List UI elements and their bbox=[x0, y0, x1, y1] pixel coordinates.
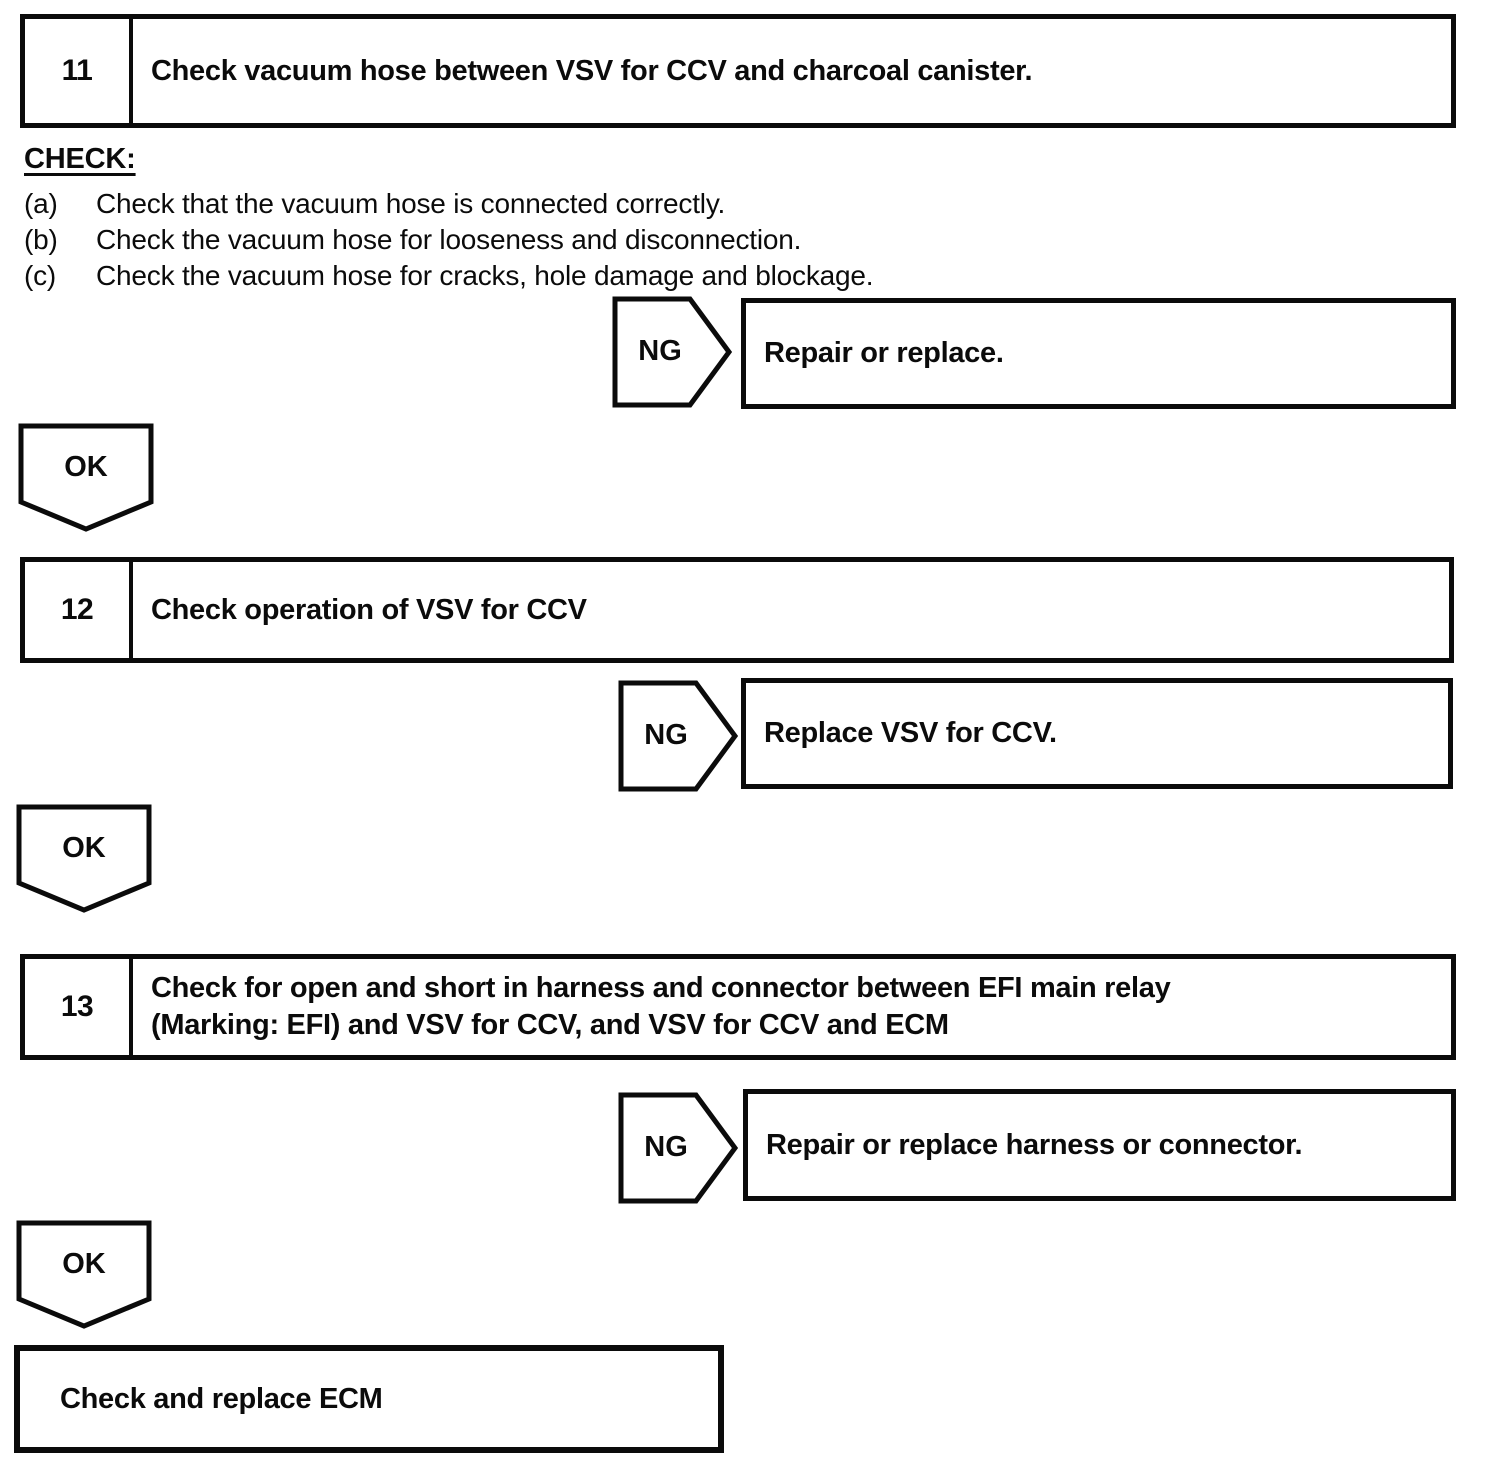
step-12-ng-connector: NG bbox=[618, 680, 738, 792]
step-11-ng-action-text: Repair or replace. bbox=[764, 337, 1004, 369]
ok-label: OK bbox=[62, 832, 106, 864]
ok-pentagon-icon bbox=[16, 804, 152, 913]
check-item-b: (b) Check the vacuum hose for looseness … bbox=[24, 222, 1474, 258]
check-item-a: (a) Check that the vacuum hose is connec… bbox=[24, 186, 1474, 222]
check-item-b-label: (b) bbox=[24, 224, 58, 255]
step-13-title-line1: Check for open and short in harness and … bbox=[151, 972, 1171, 1004]
ok-label: OK bbox=[64, 451, 108, 483]
check-item-c-label: (c) bbox=[24, 260, 57, 291]
step-13-title-line2: (Marking: EFI) and VSV for CCV, and VSV … bbox=[151, 1009, 949, 1041]
step-12-ng-action-text: Replace VSV for CCV. bbox=[764, 717, 1057, 749]
ng-pentagon-icon bbox=[612, 296, 732, 408]
step-11-ng-connector: NG bbox=[612, 296, 732, 408]
ng-label: NG bbox=[644, 1130, 688, 1163]
ok-pentagon-icon bbox=[16, 1220, 152, 1329]
step-13-ng-action-text: Repair or replace harness or connector. bbox=[766, 1128, 1303, 1161]
step-11-ng-action-box: Repair or replace. bbox=[741, 298, 1456, 409]
check-heading: CHECK: bbox=[24, 143, 136, 175]
step-11-box: 11 Check vacuum hose between VSV for CCV… bbox=[20, 14, 1456, 128]
ok-pentagon-icon bbox=[18, 423, 154, 532]
check-item-a-text: Check that the vacuum hose is connected … bbox=[96, 188, 726, 219]
ng-pentagon-icon bbox=[618, 1092, 738, 1204]
step-11-check-section: CHECK: (a) Check that the vacuum hose is… bbox=[24, 141, 1474, 294]
step-13-box: 13 Check for open and short in harness a… bbox=[20, 954, 1456, 1060]
step-12-ng-action-box: Replace VSV for CCV. bbox=[741, 678, 1453, 789]
step-12-title: Check operation of VSV for CCV bbox=[151, 593, 587, 626]
end-action-box: Check and replace ECM bbox=[14, 1345, 724, 1453]
ok-label: OK bbox=[62, 1248, 106, 1280]
step-11-number: 11 bbox=[25, 19, 133, 123]
step-13-ng-connector: NG bbox=[618, 1092, 738, 1204]
check-item-a-label: (a) bbox=[24, 188, 58, 219]
step-13-number: 13 bbox=[25, 959, 133, 1055]
step-11-ok-connector: OK bbox=[18, 423, 154, 533]
ng-label: NG bbox=[638, 334, 682, 367]
step-11-title: Check vacuum hose between VSV for CCV an… bbox=[151, 54, 1033, 87]
step-13-ok-connector: OK bbox=[16, 1220, 152, 1330]
check-item-c: (c) Check the vacuum hose for cracks, ho… bbox=[24, 258, 1474, 294]
ng-label: NG bbox=[644, 718, 688, 751]
end-action-text: Check and replace ECM bbox=[60, 1382, 383, 1415]
step-12-box: 12 Check operation of VSV for CCV bbox=[20, 557, 1454, 663]
step-13-ng-action-box: Repair or replace harness or connector. bbox=[743, 1089, 1456, 1201]
ng-pentagon-icon bbox=[618, 680, 738, 792]
step-13-title: Check for open and short in harness and … bbox=[133, 959, 1451, 1055]
step-12-ok-connector: OK bbox=[16, 804, 152, 914]
check-item-b-text: Check the vacuum hose for looseness and … bbox=[96, 224, 802, 255]
step-12-number: 12 bbox=[25, 562, 133, 658]
check-item-c-text: Check the vacuum hose for cracks, hole d… bbox=[96, 260, 874, 291]
